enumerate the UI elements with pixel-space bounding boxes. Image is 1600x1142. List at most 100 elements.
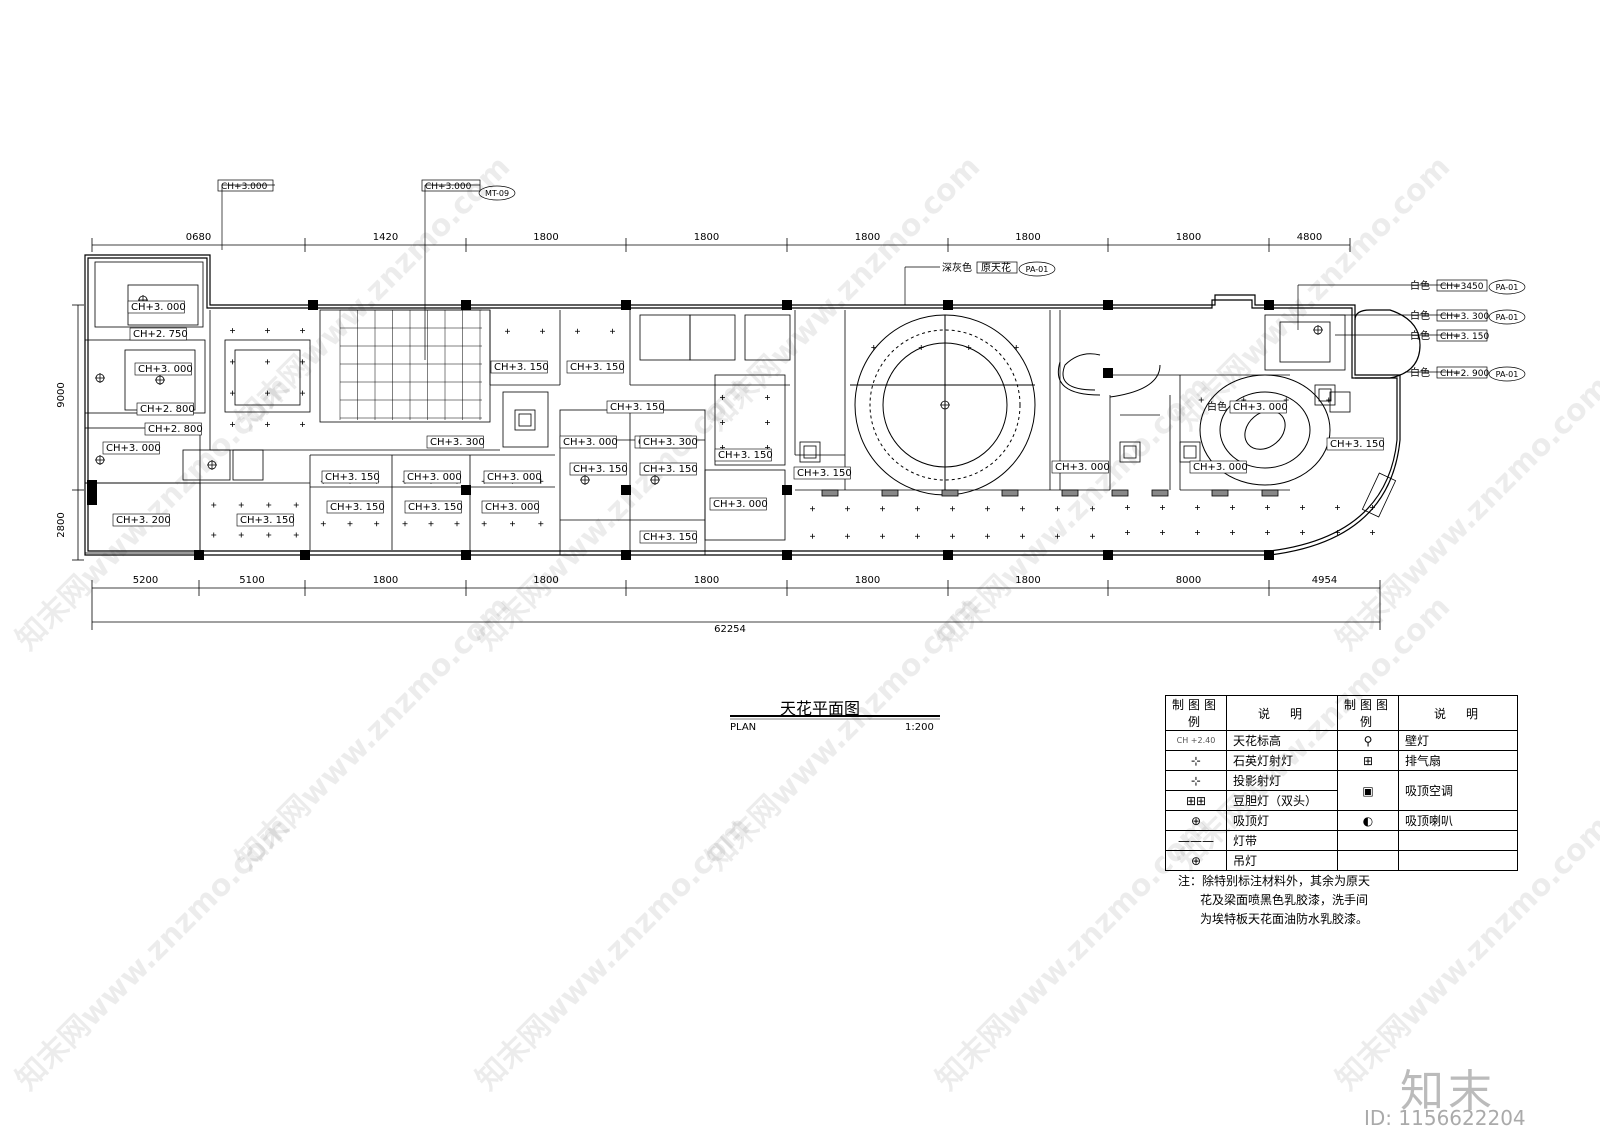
spotlight-icon — [1125, 530, 1130, 535]
callout-ch2900: CH+2. 900 — [1440, 369, 1489, 379]
spotlight-icon — [293, 502, 299, 508]
room-label-box — [321, 470, 379, 484]
spotlight-icon — [1055, 533, 1060, 539]
spotlight-icon — [610, 328, 615, 334]
callout-white-1: 白色 — [1410, 279, 1430, 292]
room-label-box — [236, 513, 294, 527]
bottom-dimension-lines — [91, 580, 1381, 630]
legend-header-symbol: 制图图例 — [1165, 695, 1227, 731]
callout-white-3: 白色 — [1410, 329, 1430, 342]
room-ceiling-height: CH+3. 000 — [485, 502, 540, 513]
callout-ch3300: CH+3. 300 — [1440, 312, 1489, 322]
column — [1264, 300, 1274, 310]
spotlight-icon — [1160, 505, 1165, 510]
column — [943, 550, 953, 560]
spotlight-icon — [510, 521, 515, 527]
light-strip-icon: ——— — [1165, 830, 1227, 851]
callout-dark-grey: 深灰色 — [942, 261, 972, 274]
spotlight-icon — [293, 532, 299, 538]
room-label-box — [404, 500, 462, 514]
spotlight-icon — [871, 345, 877, 350]
spotlight-icon — [915, 506, 920, 512]
room-label-box — [569, 462, 627, 476]
spotlight-icon — [266, 532, 272, 538]
column — [621, 550, 631, 560]
room-ceiling-height: CH+3. 300 — [430, 437, 485, 448]
downlight-icon — [1261, 489, 1279, 497]
legend-empty — [1337, 830, 1399, 851]
spotlight-icon — [845, 506, 850, 512]
legend-header-row: 制图图例 说 明 制图图例 说 明 — [1165, 695, 1518, 731]
room-ceiling-height: CH+2. 750 — [133, 329, 188, 340]
spotlight-icon — [265, 359, 270, 365]
room-label-box — [136, 402, 194, 416]
column — [461, 485, 471, 495]
legend-row: ⊹ 投影射灯 ▣ 吸顶空调 — [1165, 770, 1518, 811]
room-label-box — [129, 327, 187, 341]
legend-desc: 灯带 — [1226, 830, 1338, 851]
bottom-dimension: 1800 — [533, 575, 558, 586]
ceiling-ac-inner — [1318, 388, 1332, 402]
exhaust-fan-icon: ⊞ — [1337, 750, 1399, 771]
building-outline — [84, 254, 1421, 556]
wall-lamp-icon: ⚲ — [1337, 730, 1399, 751]
legend-empty — [1337, 850, 1399, 871]
column — [1103, 368, 1113, 378]
room-label-box — [639, 530, 697, 544]
spotlight-icon — [1020, 533, 1025, 539]
watermark-text: 知末网www.znzmo.com — [699, 149, 987, 437]
room-label-box — [481, 500, 539, 514]
room-ceiling-height: CH+3. 000 — [487, 472, 542, 483]
side-dimension-upper: 9000 — [56, 382, 67, 407]
double-downlight-icon: ⊞⊞ — [1165, 790, 1227, 811]
spotlight-icon — [1195, 530, 1200, 535]
ceiling-lamp-cross — [580, 475, 590, 485]
spotlight-icon — [230, 421, 235, 427]
room-ceiling-height: CH+3. 000 — [407, 472, 462, 483]
room-ceiling-height: CH+3. 000 — [106, 443, 161, 454]
spotlight-icon — [320, 521, 326, 527]
column — [943, 300, 953, 310]
projection-spotlight-icon: ⊹ — [1165, 770, 1227, 791]
room-ceiling-height: CH+3. 150 — [408, 502, 463, 513]
callout-leaders — [217, 179, 1526, 382]
column — [1103, 300, 1113, 310]
ceiling-ac-inner — [1123, 445, 1137, 459]
callout-white-2: 白色 — [1410, 309, 1430, 322]
room-ceiling-height: CH+3. 150 — [610, 402, 665, 413]
grid-ceiling — [339, 309, 482, 420]
callout-top-left-2: CH+3.000 — [425, 182, 472, 192]
downlight-icon — [881, 489, 899, 497]
room-label-box — [127, 300, 185, 314]
spotlight-icon — [1013, 345, 1019, 350]
column — [621, 485, 631, 495]
ceiling-lamp-cross — [1313, 325, 1323, 335]
callout-texts: CH+3.000 CH+3.000 MT-09 深灰色 原天花 PA-01 白色… — [221, 182, 1518, 379]
scale-label: 1:200 — [905, 722, 934, 733]
legend-row: ⊕ 吸顶灯 ◐ 吸顶喇叭 — [1165, 810, 1518, 831]
spotlight-icon — [265, 421, 270, 427]
room-ceiling-height: CH+3. 150 — [1330, 439, 1385, 450]
legend-desc: 吸顶灯 — [1226, 810, 1338, 831]
ceiling-lamp-cross — [155, 375, 165, 385]
spotlight-icon — [402, 521, 408, 527]
top-dimension-lines — [91, 238, 1351, 252]
room-ceiling-height: CH+3. 150 — [570, 362, 625, 373]
room-ceiling-height: CH+3. 150 — [573, 464, 628, 475]
spotlight-icon — [230, 328, 235, 334]
room-ceiling-height: CH+3. 000 — [1233, 402, 1288, 413]
spotlight-icon — [1090, 506, 1095, 512]
spotlight-icon — [1230, 530, 1235, 535]
spotlight-icon — [880, 506, 885, 512]
spotlight-icon — [230, 359, 235, 365]
spotlight-icon — [347, 521, 353, 527]
spotlight-icon — [880, 533, 885, 539]
spotlight-icon — [915, 533, 920, 539]
spotlight-icon — [300, 421, 305, 427]
ceiling-speaker-icon: ◐ — [1337, 810, 1399, 831]
room-label-box — [483, 470, 541, 484]
downlight-icon — [941, 489, 959, 497]
room-ceiling-height: CH+3. 150 — [797, 468, 852, 479]
spotlight-icon — [1300, 530, 1305, 535]
ceiling-ac-icon — [1119, 441, 1141, 463]
